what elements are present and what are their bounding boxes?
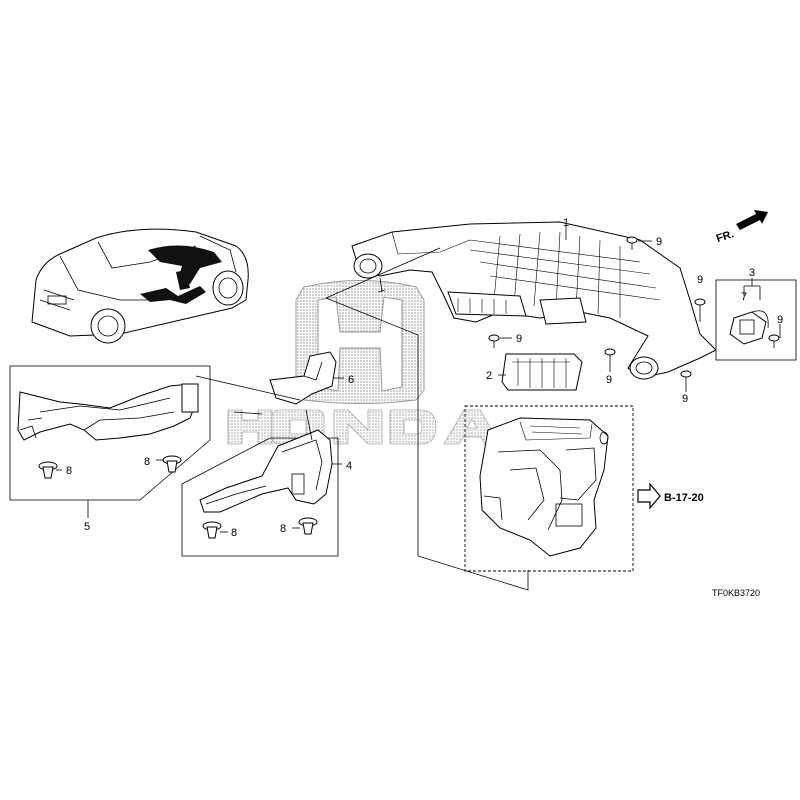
callout-2: 2: [486, 370, 492, 382]
part-6-duct-joint: [269, 351, 337, 405]
callout-7: 7: [741, 291, 747, 303]
front-label: FR.: [715, 228, 736, 245]
screw-9-b: [488, 334, 500, 348]
screw-9-d: [680, 370, 692, 384]
callout-5: 5: [84, 521, 90, 533]
honda-wordmark: [227, 409, 501, 445]
part-7-connector: [729, 310, 769, 345]
reference-label[interactable]: B-17-20: [664, 492, 704, 504]
callout-1: 1: [563, 217, 569, 229]
front-arrow-icon: [736, 210, 768, 230]
callout-9-e: 9: [697, 274, 703, 286]
clip-8-b: [162, 455, 182, 473]
callout-9-f: 9: [777, 314, 783, 326]
callout-8-c: 8: [231, 527, 237, 539]
callout-9-b: 9: [516, 333, 522, 345]
screw-9-e: [694, 298, 706, 312]
part-5-rear-duct-group: [9, 365, 211, 501]
callout-8-a: 8: [66, 465, 72, 477]
callout-4: 4: [346, 460, 352, 472]
part-4-floor-duct-group: [181, 429, 339, 557]
reference-arrow: [637, 482, 661, 510]
callout-9-a: 9: [656, 236, 662, 248]
front-direction-indicator: FR.: [715, 210, 768, 245]
screw-9-f: [768, 334, 780, 348]
clip-8-d: [298, 517, 318, 535]
part-2-vent-duct: [501, 353, 583, 391]
part-1-dashboard-duct: [351, 221, 717, 380]
callout-3: 3: [749, 267, 755, 279]
callout-8-b: 8: [144, 456, 150, 468]
callout-9-d: 9: [682, 393, 688, 405]
screw-9-a: [626, 236, 638, 250]
clip-8-a: [38, 461, 58, 479]
diagram-code: TF0KB3720: [712, 588, 760, 598]
screw-9-c: [604, 348, 616, 362]
honda-watermark: [227, 280, 501, 445]
leader-lines: [56, 226, 781, 591]
clip-8-c: [202, 521, 222, 539]
callout-9-c: 9: [606, 374, 612, 386]
callout-6: 6: [348, 374, 354, 386]
heater-unit-group: [464, 405, 634, 572]
vehicle-location-illustration: [31, 228, 249, 344]
callout-8-d: 8: [280, 523, 286, 535]
